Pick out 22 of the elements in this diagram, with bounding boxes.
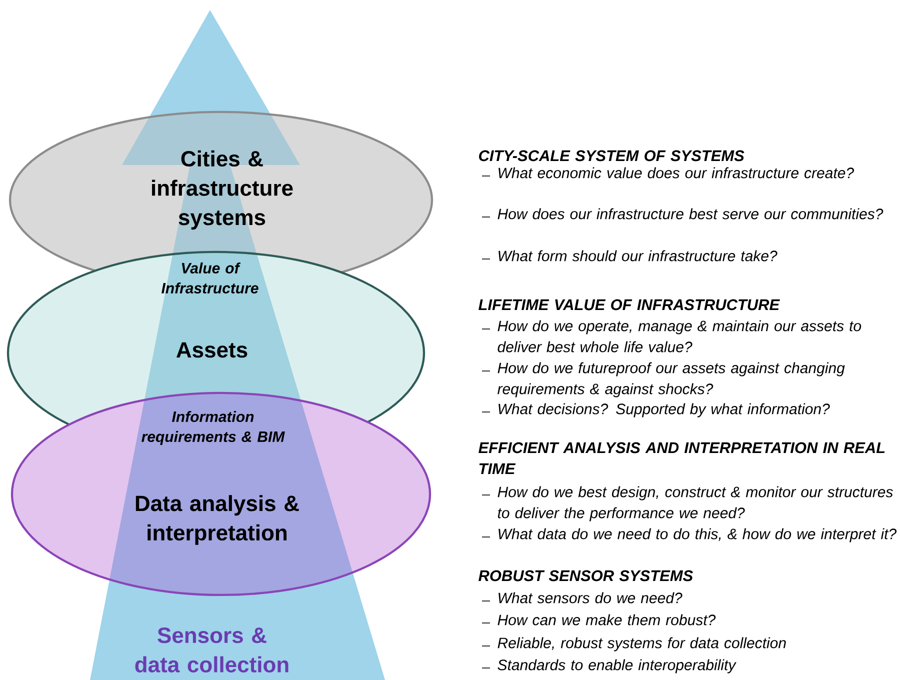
ellipse-label: Cities & infrastructure systems bbox=[152, 150, 293, 230]
overlap-label: Information requirements & BIM bbox=[142, 411, 285, 445]
question-text: What data do we need to do this, & how do we interpret it? bbox=[498, 528, 897, 542]
section-heading: ROBUST SENSOR SYSTEMS bbox=[478, 570, 693, 582]
overlap-label: Value of Infrastructure bbox=[162, 262, 258, 294]
question-text: What sensors do we need? bbox=[498, 592, 682, 604]
question-text: What economic value does our infrastructure create? bbox=[498, 167, 854, 178]
arrow-label: Sensors & data collection bbox=[135, 628, 288, 672]
ellipse-label: Data analysis & interpretation bbox=[136, 495, 299, 545]
question-text: How does our infrastructure best serve our communities? bbox=[498, 208, 884, 220]
question-text: How do we best design, construct & monitor our structures to deliver the performance we need? bbox=[498, 486, 893, 522]
question-text: Standards to enable interoperability bbox=[498, 659, 736, 674]
section-heading: CITY-SCALE SYSTEM OF SYSTEMS bbox=[479, 150, 744, 162]
section-heading: EFFICIENT ANALYSIS AND INTERPRETATION IN REAL TIME bbox=[478, 442, 885, 474]
section-heading: LIFETIME VALUE OF INFRASTRUCTURE bbox=[478, 299, 780, 310]
question-text: What decisions? Supported by what information? bbox=[498, 403, 830, 418]
question-text: How do we operate, manage & maintain our assets to deliver best whole life value? bbox=[498, 320, 862, 352]
question-text: What form should our infrastructure take? bbox=[498, 250, 778, 262]
ellipse-label: Assets bbox=[176, 342, 248, 358]
question-text: How do we futureproof our assets against changing requirements & against shocks? bbox=[498, 362, 845, 398]
question-text: How can we make them robust? bbox=[498, 614, 716, 626]
question-text: Reliable, robust systems for data collection bbox=[498, 637, 786, 652]
